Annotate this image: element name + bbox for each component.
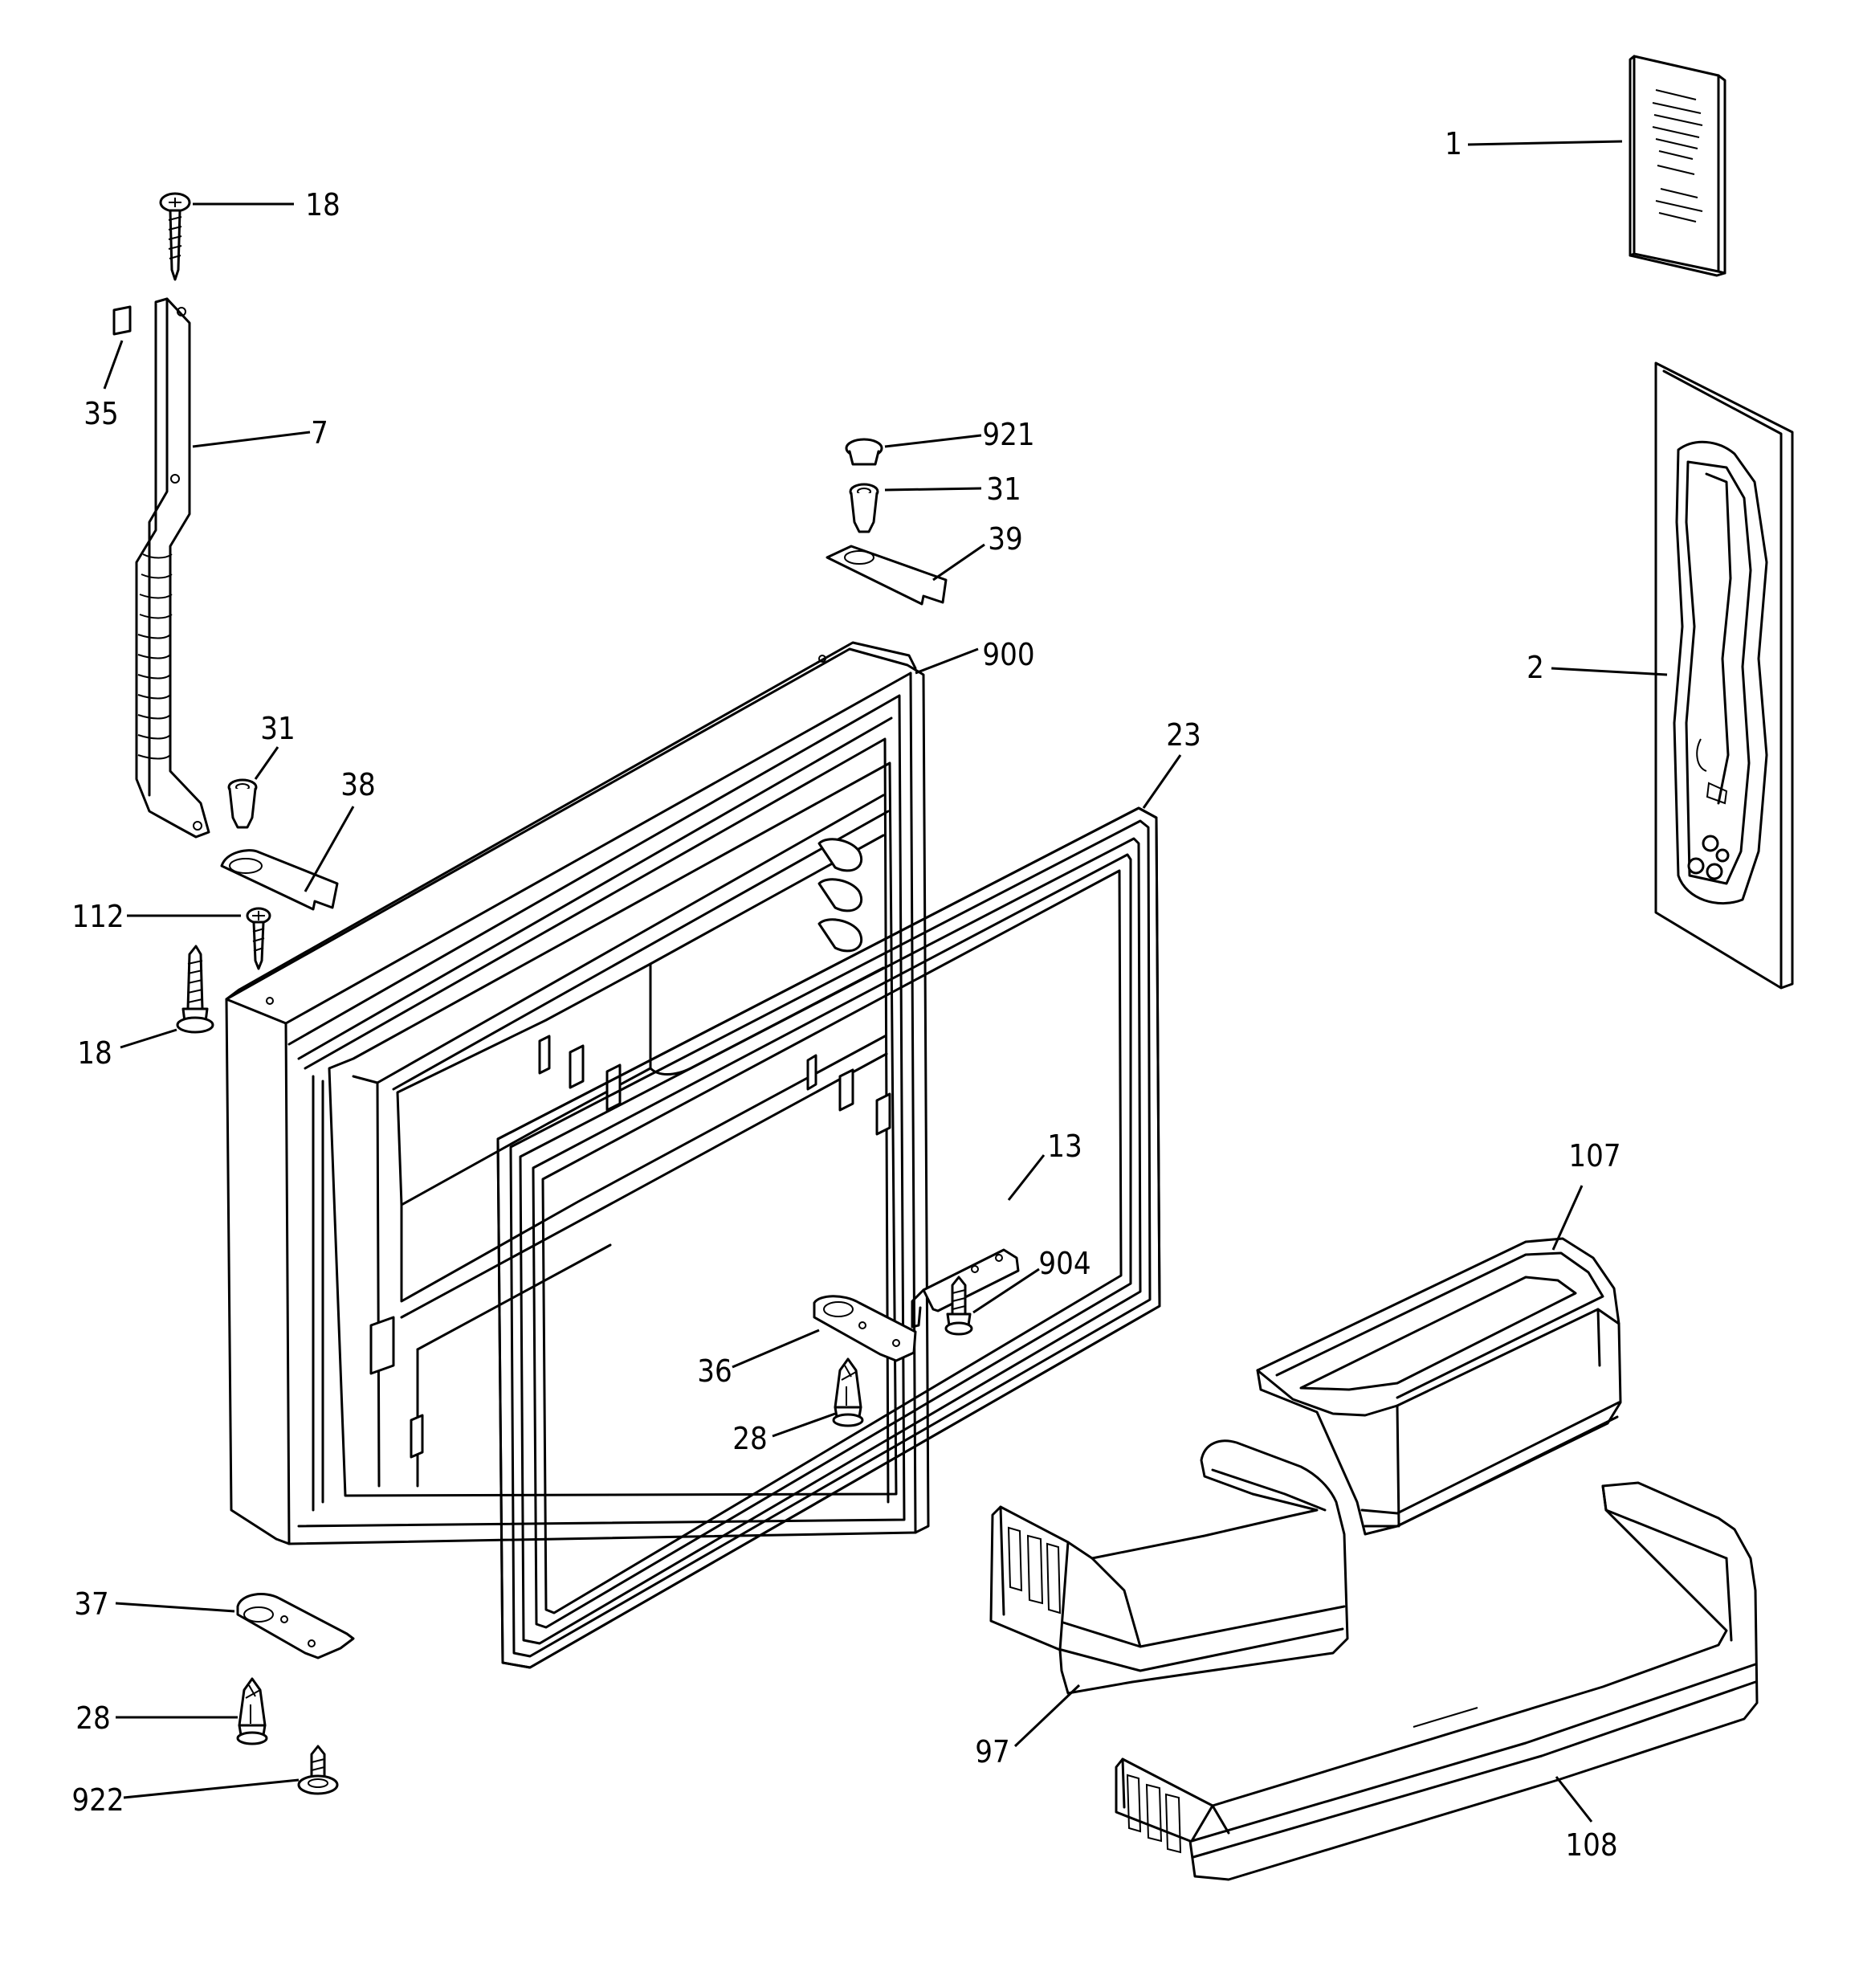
- part-39-hinge-cover: [826, 545, 948, 606]
- part-28-pin-center: [832, 1357, 864, 1427]
- callout-labels: 1 2 18 35 7 921 31 39 900 31 38 23 112 1…: [71, 126, 1620, 1863]
- callout-39: 39: [988, 521, 1023, 557]
- part-31-bushing-left: [227, 778, 258, 829]
- callout-1: 1: [1445, 126, 1462, 161]
- part-107-bin: [1256, 1237, 1622, 1536]
- part-904-screw: [944, 1276, 973, 1336]
- part-900-door-assembly: [225, 641, 930, 1545]
- part-23-door-gasket: [496, 806, 1161, 1669]
- callout-900: 900: [982, 637, 1034, 672]
- callout-18: 18: [305, 187, 340, 222]
- leader-lines: [103, 140, 1668, 1823]
- callout-13: 13: [1047, 1129, 1082, 1164]
- callout-23: 23: [1166, 717, 1201, 753]
- part-37-hinge-bracket: [236, 1593, 355, 1659]
- callout-37: 37: [74, 1586, 109, 1622]
- part-35-label: [112, 305, 132, 336]
- part-97-door-bin: [989, 1439, 1349, 1695]
- callout-28-center: 28: [732, 1421, 768, 1456]
- part-112-screw: [246, 907, 271, 970]
- callout-35: 35: [84, 396, 119, 431]
- callout-112: 112: [71, 899, 124, 934]
- part-1-literature-booklet: [1629, 55, 1726, 277]
- callout-108: 108: [1565, 1827, 1617, 1863]
- part-108-door-bin: [1115, 1481, 1759, 1881]
- callout-28-bottom: 28: [75, 1700, 111, 1736]
- callout-904: 904: [1038, 1246, 1090, 1281]
- part-18-screw-top: [159, 192, 191, 281]
- part-31-bushing-top: [849, 483, 879, 533]
- callout-7: 7: [311, 415, 328, 451]
- part-28-pin-bottom: [236, 1677, 268, 1745]
- callout-2: 2: [1527, 650, 1544, 685]
- part-921-cap: [845, 438, 883, 466]
- callout-31-left: 31: [260, 711, 296, 746]
- part-922-screw: [297, 1745, 339, 1795]
- callout-36: 36: [697, 1353, 732, 1389]
- part-7-hinge: [135, 297, 210, 839]
- part-2-handle-panel: [1654, 361, 1794, 990]
- callout-107: 107: [1568, 1138, 1620, 1174]
- callout-921: 921: [982, 417, 1034, 452]
- callout-38: 38: [340, 767, 376, 802]
- callout-922: 922: [71, 1782, 124, 1818]
- callout-18-left: 18: [77, 1035, 112, 1071]
- part-36-hinge-plate: [813, 1295, 917, 1362]
- part-38-hinge-cover: [220, 849, 339, 911]
- callout-97: 97: [975, 1734, 1010, 1770]
- part-13-bracket: [911, 1248, 1020, 1329]
- part-18-screw-left: [176, 945, 214, 1034]
- callout-31-top: 31: [986, 471, 1021, 507]
